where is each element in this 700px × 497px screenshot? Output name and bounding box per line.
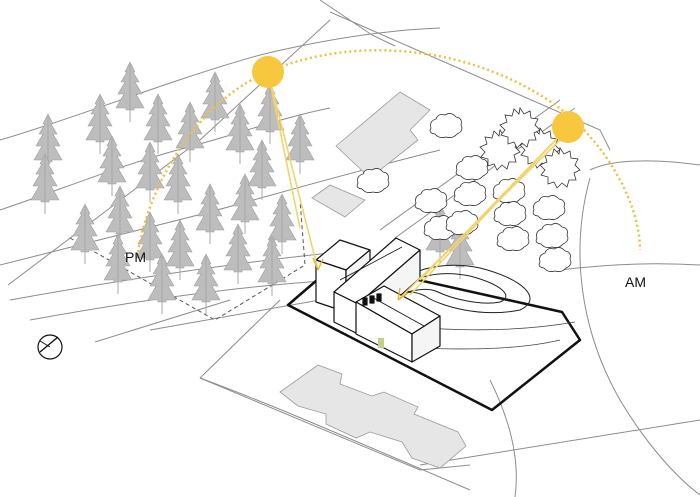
am-label: AM [625,274,646,290]
pm-label: PM [125,249,146,265]
forest-boundary [69,199,306,321]
sun-icon [252,56,284,88]
north-arrow-icon [37,334,63,360]
sun-path [136,49,642,253]
sun-icon [552,111,584,143]
neighbor-buildings [279,91,467,469]
house [315,237,441,363]
sun-rays [267,71,569,301]
driveway [391,264,531,314]
